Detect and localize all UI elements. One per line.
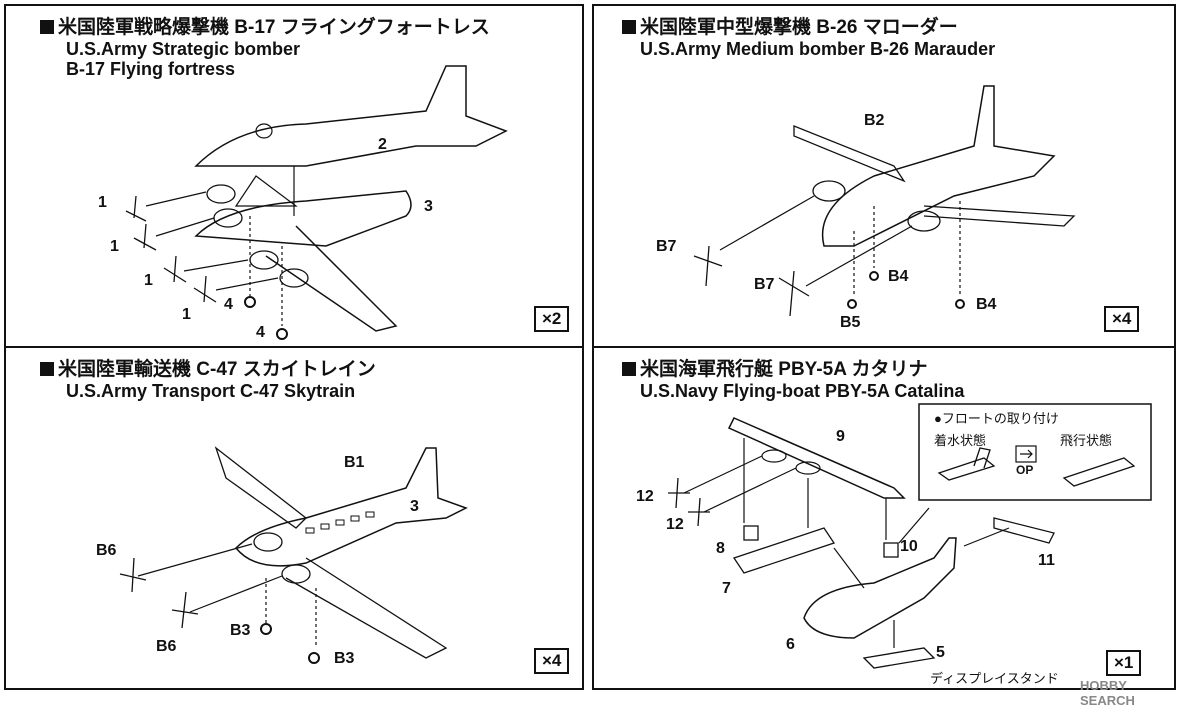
c47-airplane-icon: [119, 446, 468, 664]
square-bullet-icon: [622, 20, 636, 34]
b17-title-en-2: B-17 Flying fortress: [66, 59, 236, 79]
watermark: HOBBY SEARCH: [1080, 678, 1135, 708]
b17-title-jp-text: 米国陸軍戦略爆撃機 B-17 フライングフォートレス: [58, 17, 490, 38]
b26-label-b4b: B4: [976, 296, 997, 313]
b26-label-b7b: B7: [754, 276, 775, 293]
c47-label-b6a: B6: [96, 542, 117, 559]
b17-label-4a: 4: [224, 296, 233, 313]
pby-label-8: 8: [716, 540, 725, 557]
propeller-icon: [693, 245, 810, 317]
c47-label-b3a: B3: [230, 622, 251, 639]
b17-quantity-badge: ×2: [534, 306, 570, 332]
b26-label-b4a: B4: [888, 268, 909, 285]
c47-label-3: 3: [410, 498, 419, 515]
b17-label-1a: 1: [98, 194, 107, 211]
square-bullet-icon: [40, 362, 54, 376]
pby-label-10: 10: [900, 538, 918, 555]
b26-title-jp-text: 米国陸軍中型爆撃機 B-26 マローダー: [640, 17, 958, 38]
b26-quantity-badge: ×4: [1104, 306, 1140, 332]
display-stand-label: ディスプレイスタンド: [930, 671, 1059, 686]
b26-label-b2: B2: [864, 112, 885, 129]
panel-pby: 米国海軍飛行艇 PBY-5A カタリナ U.S.Navy Flying-boat…: [592, 346, 1176, 690]
b26-label-b5: B5: [840, 314, 861, 331]
pby-title-en: U.S.Navy Flying-boat PBY-5A Catalina: [640, 381, 965, 401]
b17-label-4b: 4: [256, 324, 265, 341]
b17-label-1d: 1: [182, 306, 191, 323]
pby-title-jp-text: 米国海軍飛行艇 PBY-5A カタリナ: [640, 359, 928, 380]
b17-title-jp: 米国陸軍戦略爆撃機 B-17 フライングフォートレス: [40, 12, 490, 39]
panel-c47: 米国陸軍輸送機 C-47 スカイトレイン U.S.Army Transport …: [4, 346, 584, 690]
b26-airplane-icon: [693, 85, 1076, 317]
pby-title-jp: 米国海軍飛行艇 PBY-5A カタリナ: [622, 354, 928, 381]
c47-quantity-badge: ×4: [534, 648, 570, 674]
pby-label-7: 7: [722, 580, 731, 597]
c47-label-b1: B1: [344, 454, 365, 471]
b17-label-1c: 1: [144, 272, 153, 289]
float-landed-label: 着水状態: [934, 433, 987, 448]
square-bullet-icon: [622, 362, 636, 376]
panel-b26: 米国陸軍中型爆撃機 B-26 マローダー U.S.Army Medium bom…: [592, 4, 1176, 348]
b17-label-2: 2: [378, 136, 387, 153]
pby-label-12a: 12: [636, 488, 654, 505]
c47-title-jp: 米国陸軍輸送機 C-47 スカイトレイン: [40, 354, 376, 381]
pby-label-12b: 12: [666, 516, 684, 533]
pby-quantity-badge: ×1: [1106, 650, 1142, 676]
b17-label-3: 3: [424, 198, 433, 215]
propeller-icon: [125, 195, 217, 303]
pby-label-6: 6: [786, 636, 795, 653]
c47-label-b6b: B6: [156, 638, 177, 655]
panel-b17: 米国陸軍戦略爆撃機 B-17 フライングフォートレス U.S.Army Stra…: [4, 4, 584, 348]
float-op-label: OP: [1016, 463, 1034, 477]
b17-airplane-icon: [125, 65, 508, 340]
propeller-icon: [119, 557, 199, 629]
b17-label-1b: 1: [110, 238, 119, 255]
b26-title-en: U.S.Army Medium bomber B-26 Marauder: [640, 39, 996, 59]
pby-label-9: 9: [836, 428, 845, 445]
c47-label-b3b: B3: [334, 650, 355, 667]
propeller-icon: [668, 477, 710, 527]
float-attach-title: ●フロートの取り付け: [934, 411, 1059, 426]
pby-airplane-icon: [668, 403, 1152, 669]
c47-title-jp-text: 米国陸軍輸送機 C-47 スカイトレイン: [58, 359, 376, 380]
pby-label-11: 11: [1038, 552, 1055, 569]
square-bullet-icon: [40, 20, 54, 34]
float-flight-label: 飛行状態: [1060, 433, 1113, 448]
b17-title-en-1: U.S.Army Strategic bomber: [66, 39, 301, 59]
b26-label-b7a: B7: [656, 238, 677, 255]
c47-title-en: U.S.Army Transport C-47 Skytrain: [66, 381, 356, 401]
b26-title-jp: 米国陸軍中型爆撃機 B-26 マローダー: [622, 12, 958, 39]
pby-label-5: 5: [936, 644, 945, 661]
